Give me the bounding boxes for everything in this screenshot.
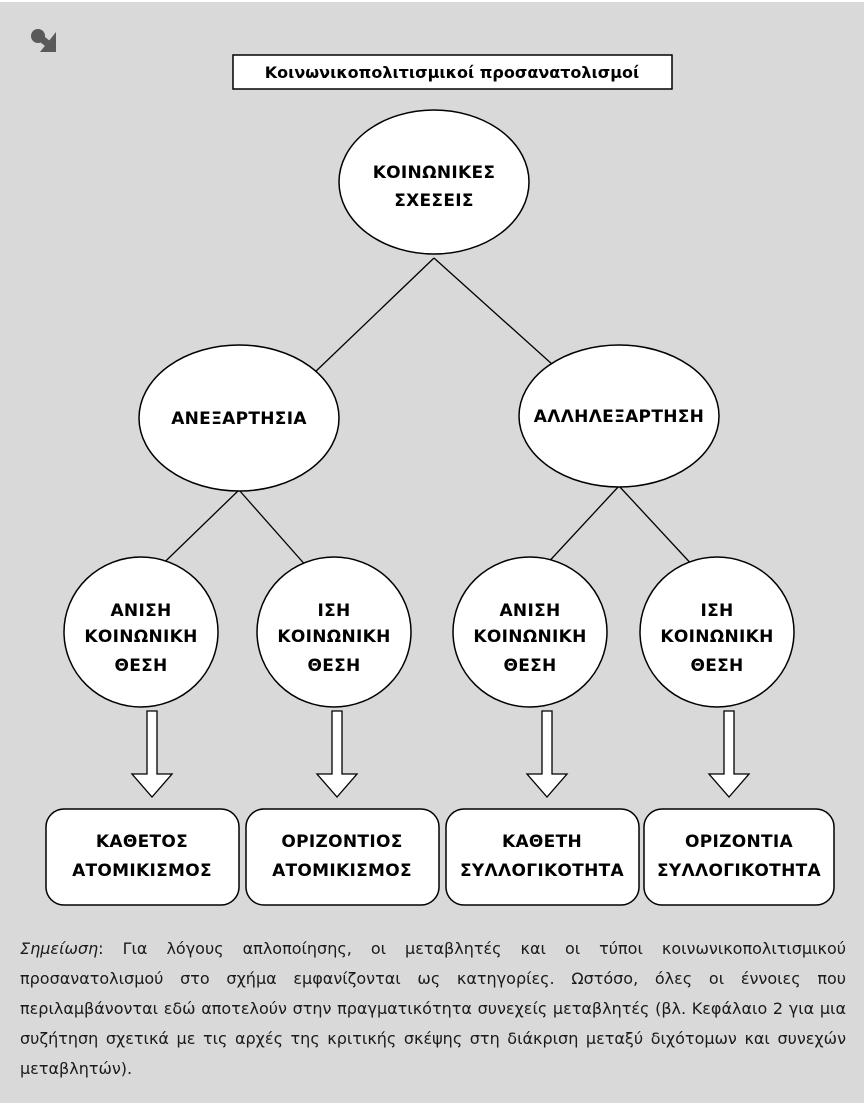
leaf-3-line-1: ΑΝΙΣΗ [499, 601, 560, 621]
outcome-1-line-1: ΚΑΘΕΤΟΣ [96, 832, 188, 852]
outcome-box-vertical-individualism: ΚΑΘΕΤΟΣ ΑΤΟΜΙΚΙΣΜΟΣ [45, 808, 240, 906]
leaf-1-line-1: ΑΝΙΣΗ [110, 601, 171, 621]
down-arrow-icon [525, 710, 569, 798]
root-node: ΚΟΙΝΩΝΙΚΕΣ ΣΧΕΣΕΙΣ [338, 109, 530, 255]
root-line-2: ΣΧΕΣΕΙΣ [394, 191, 474, 211]
root-line-1: ΚΟΙΝΩΝΙΚΕΣ [373, 163, 496, 183]
leaf-3-line-3: ΘΕΣΗ [503, 656, 556, 676]
outcome-box-horizontal-individualism: ΟΡΙΖΟΝΤΙΟΣ ΑΤΟΜΙΚΙΣΜΟΣ [245, 808, 440, 906]
outcome-3-line-1: ΚΑΘΕΤΗ [502, 832, 582, 852]
leaf-2-line-3: ΘΕΣΗ [307, 656, 360, 676]
outcome-2-line-2: ΑΤΟΜΙΚΙΣΜΟΣ [272, 861, 412, 881]
outcome-box-vertical-collectivism: ΚΑΘΕΤΗ ΣΥΛΛΟΓΙΚΟΤΗΤΑ [445, 808, 640, 906]
leaf-4-line-3: ΘΕΣΗ [690, 656, 743, 676]
orientation-tree-diagram: Κοινωνικοπολιτισμικοί προσανατολισμοί ΚΟ… [31, 29, 835, 906]
leaf-2-line-1: ΙΣΗ [317, 601, 350, 621]
outcome-3-line-2: ΣΥΛΛΟΓΙΚΟΤΗΤΑ [460, 861, 624, 881]
leaf-4-line-2: ΚΟΙΝΩΝΙΚΗ [660, 627, 773, 647]
down-arrow-icon [315, 710, 359, 798]
branch-node-interdependence: ΑΛΛΗΛΕΞΑΡΤΗΣΗ [518, 344, 720, 488]
leaf-1-line-2: ΚΟΙΝΩΝΙΚΗ [84, 627, 197, 647]
leaf-4-line-1: ΙΣΗ [700, 601, 733, 621]
branch-label-independence: ΑΝΕΞΑΡΤΗΣΙΑ [171, 409, 307, 429]
leaf-node-unequal-1: ΑΝΙΣΗ ΚΟΙΝΩΝΙΚΗ ΘΕΣΗ [63, 556, 219, 708]
outcome-4-line-1: ΟΡΙΖΟΝΤΙΑ [685, 832, 794, 852]
down-arrow-icon [130, 710, 174, 798]
leaf-3-line-2: ΚΟΙΝΩΝΙΚΗ [473, 627, 586, 647]
leaf-node-equal-1: ΙΣΗ ΚΟΙΝΩΝΙΚΗ ΘΕΣΗ [256, 556, 412, 708]
outcome-4-line-2: ΣΥΛΛΟΓΙΚΟΤΗΤΑ [657, 861, 821, 881]
leaf-node-equal-2: ΙΣΗ ΚΟΙΝΩΝΙΚΗ ΘΕΣΗ [639, 556, 795, 708]
branch-node-independence: ΑΝΕΞΑΡΤΗΣΙΑ [138, 344, 340, 492]
outcome-box-horizontal-collectivism: ΟΡΙΖΟΝΤΙΑ ΣΥΛΛΟΓΙΚΟΤΗΤΑ [643, 808, 835, 906]
leaf-2-line-2: ΚΟΙΝΩΝΙΚΗ [277, 627, 390, 647]
outcome-2-line-1: ΟΡΙΖΟΝΤΙΟΣ [281, 832, 402, 852]
note-text: : Για λόγους απλοποίησης, οι μεταβλητές … [20, 939, 846, 1078]
arrow-down-right-icon [31, 29, 56, 52]
leaf-node-unequal-2: ΑΝΙΣΗ ΚΟΙΝΩΝΙΚΗ ΘΕΣΗ [452, 556, 608, 708]
note-label: Σημείωση [20, 939, 99, 958]
leaf-1-line-3: ΘΕΣΗ [114, 656, 167, 676]
branch-label-interdependence: ΑΛΛΗΛΕΞΑΡΤΗΣΗ [534, 407, 704, 427]
diagram-title: Κοινωνικοπολιτισμικοί προσανατολισμοί [265, 63, 639, 82]
diagram-title-box: Κοινωνικοπολιτισμικοί προσανατολισμοί [232, 54, 673, 90]
outcome-1-line-2: ΑΤΟΜΙΚΙΣΜΟΣ [72, 861, 212, 881]
down-arrow-icon [707, 710, 751, 798]
figure-note: Σημείωση: Για λόγους απλοποίησης, οι μετ… [20, 934, 846, 1084]
